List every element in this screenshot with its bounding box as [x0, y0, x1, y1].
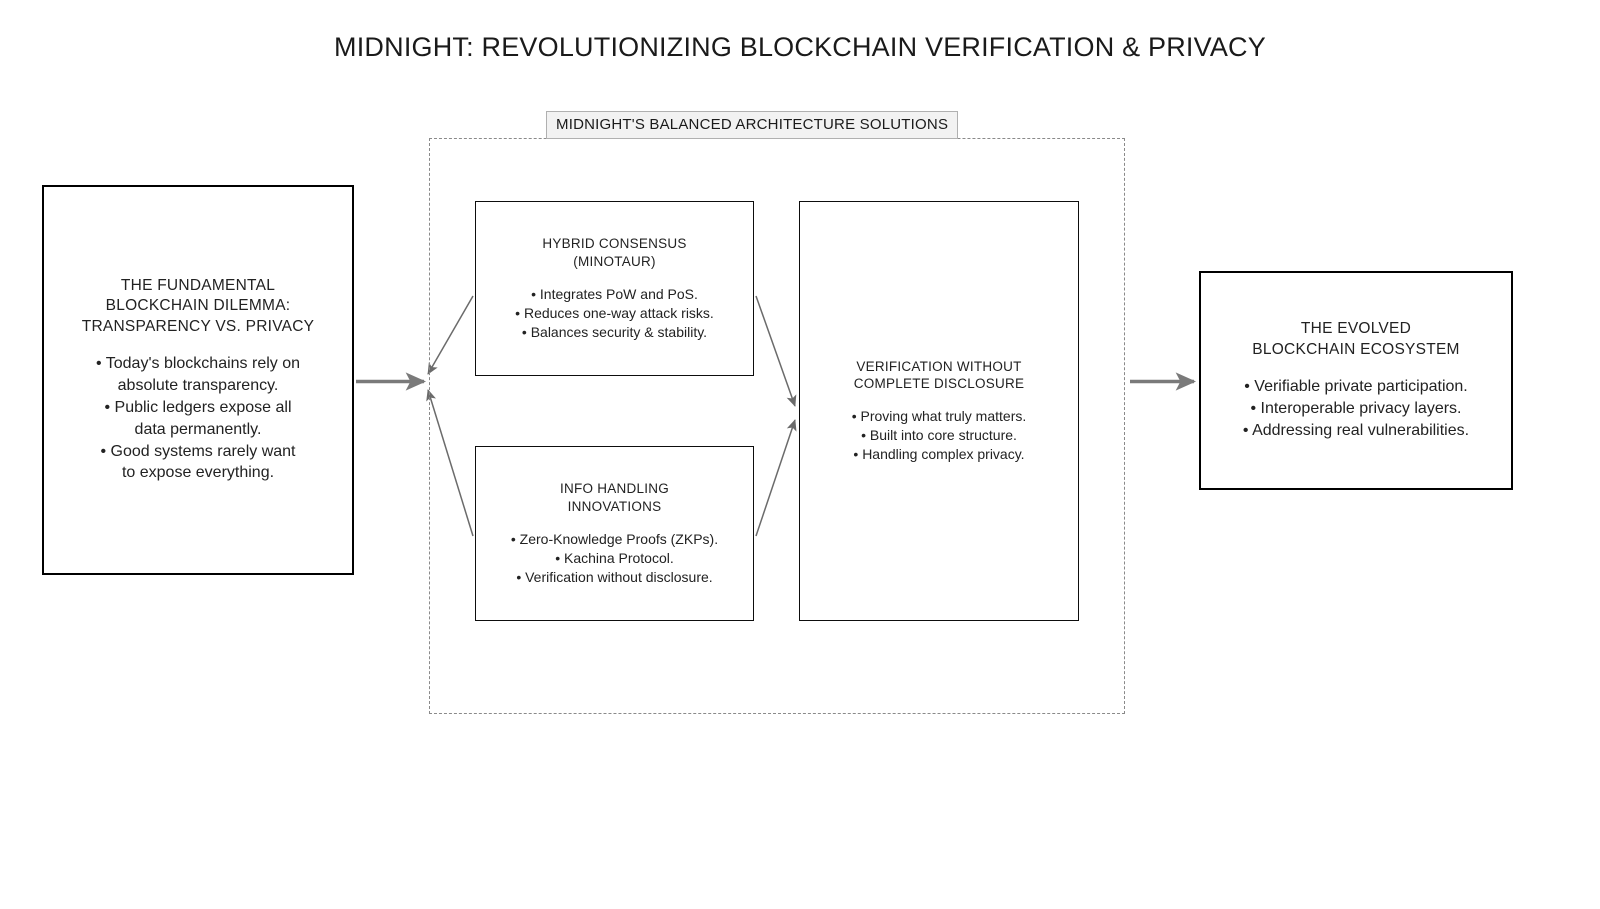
- list-item: • Verification without disclosure.: [516, 568, 713, 585]
- list-item: • Balances security & stability.: [521, 323, 708, 340]
- list-item: data permanently.: [134, 420, 262, 438]
- architecture-group-label: MIDNIGHT'S BALANCED ARCHITECTURE SOLUTIO…: [546, 111, 959, 139]
- box-heading-info-handling-innovations: INFO HANDLING INNOVATIONS: [559, 481, 669, 514]
- box-hybrid-consensus: HYBRID CONSENSUS (MINOTAUR) • Integrates…: [475, 201, 754, 376]
- list-item: to expose everything.: [121, 464, 275, 482]
- list-item: • Verifiable private participation.: [1244, 378, 1468, 396]
- list-item: • Built into core structure.: [861, 427, 1017, 444]
- box-bullets-info-handling-innovations: • Zero-Knowledge Proofs (ZKPs). • Kachin…: [511, 530, 718, 587]
- list-item: • Proving what truly matters.: [851, 408, 1027, 425]
- box-heading-fundamental-dilemma: THE FUNDAMENTAL BLOCKCHAIN DILEMMA: TRAN…: [81, 276, 315, 335]
- list-item: • Public ledgers expose all: [104, 398, 292, 416]
- list-item: • Kachina Protocol.: [555, 549, 674, 566]
- page-title: MIDNIGHT: REVOLUTIONIZING BLOCKCHAIN VER…: [334, 32, 1266, 62]
- list-item: • Today's blockchains rely on: [95, 354, 301, 372]
- list-item: • Good systems rarely want: [100, 442, 296, 460]
- list-item: • Handling complex privacy.: [853, 446, 1025, 463]
- box-verification-without-complete-disclosure: VERIFICATION WITHOUT COMPLETE DISCLOSURE…: [799, 201, 1079, 621]
- box-heading-evolved-blockchain-ecosystem: THE EVOLVED BLOCKCHAIN ECOSYSTEM: [1252, 320, 1460, 358]
- box-bullets-evolved-blockchain-ecosystem: • Verifiable private participation. • In…: [1243, 376, 1469, 442]
- list-item: • Reduces one-way attack risks.: [515, 304, 714, 321]
- box-bullets-fundamental-dilemma: • Today's blockchains rely on absolute t…: [96, 353, 300, 484]
- box-evolved-blockchain-ecosystem: THE EVOLVED BLOCKCHAIN ECOSYSTEM • Verif…: [1199, 271, 1513, 490]
- box-heading-verification-without-complete-disclosure: VERIFICATION WITHOUT COMPLETE DISCLOSURE: [853, 358, 1025, 392]
- box-info-handling-innovations: INFO HANDLING INNOVATIONS • Zero-Knowled…: [475, 446, 754, 621]
- list-item: • Interoperable privacy layers.: [1250, 400, 1462, 417]
- list-item: • Zero-Knowledge Proofs (ZKPs).: [510, 530, 719, 547]
- box-bullets-verification-without-complete-disclosure: • Proving what truly matters. • Built in…: [852, 407, 1027, 464]
- box-bullets-hybrid-consensus: • Integrates PoW and PoS. • Reduces one-…: [515, 285, 714, 342]
- list-item: absolute transparency.: [117, 376, 279, 394]
- list-item: • Integrates PoW and PoS.: [531, 285, 698, 302]
- box-fundamental-dilemma: THE FUNDAMENTAL BLOCKCHAIN DILEMMA: TRAN…: [42, 185, 354, 575]
- box-heading-hybrid-consensus: HYBRID CONSENSUS (MINOTAUR): [542, 236, 687, 269]
- list-item: • Addressing real vulnerabilities.: [1242, 421, 1470, 439]
